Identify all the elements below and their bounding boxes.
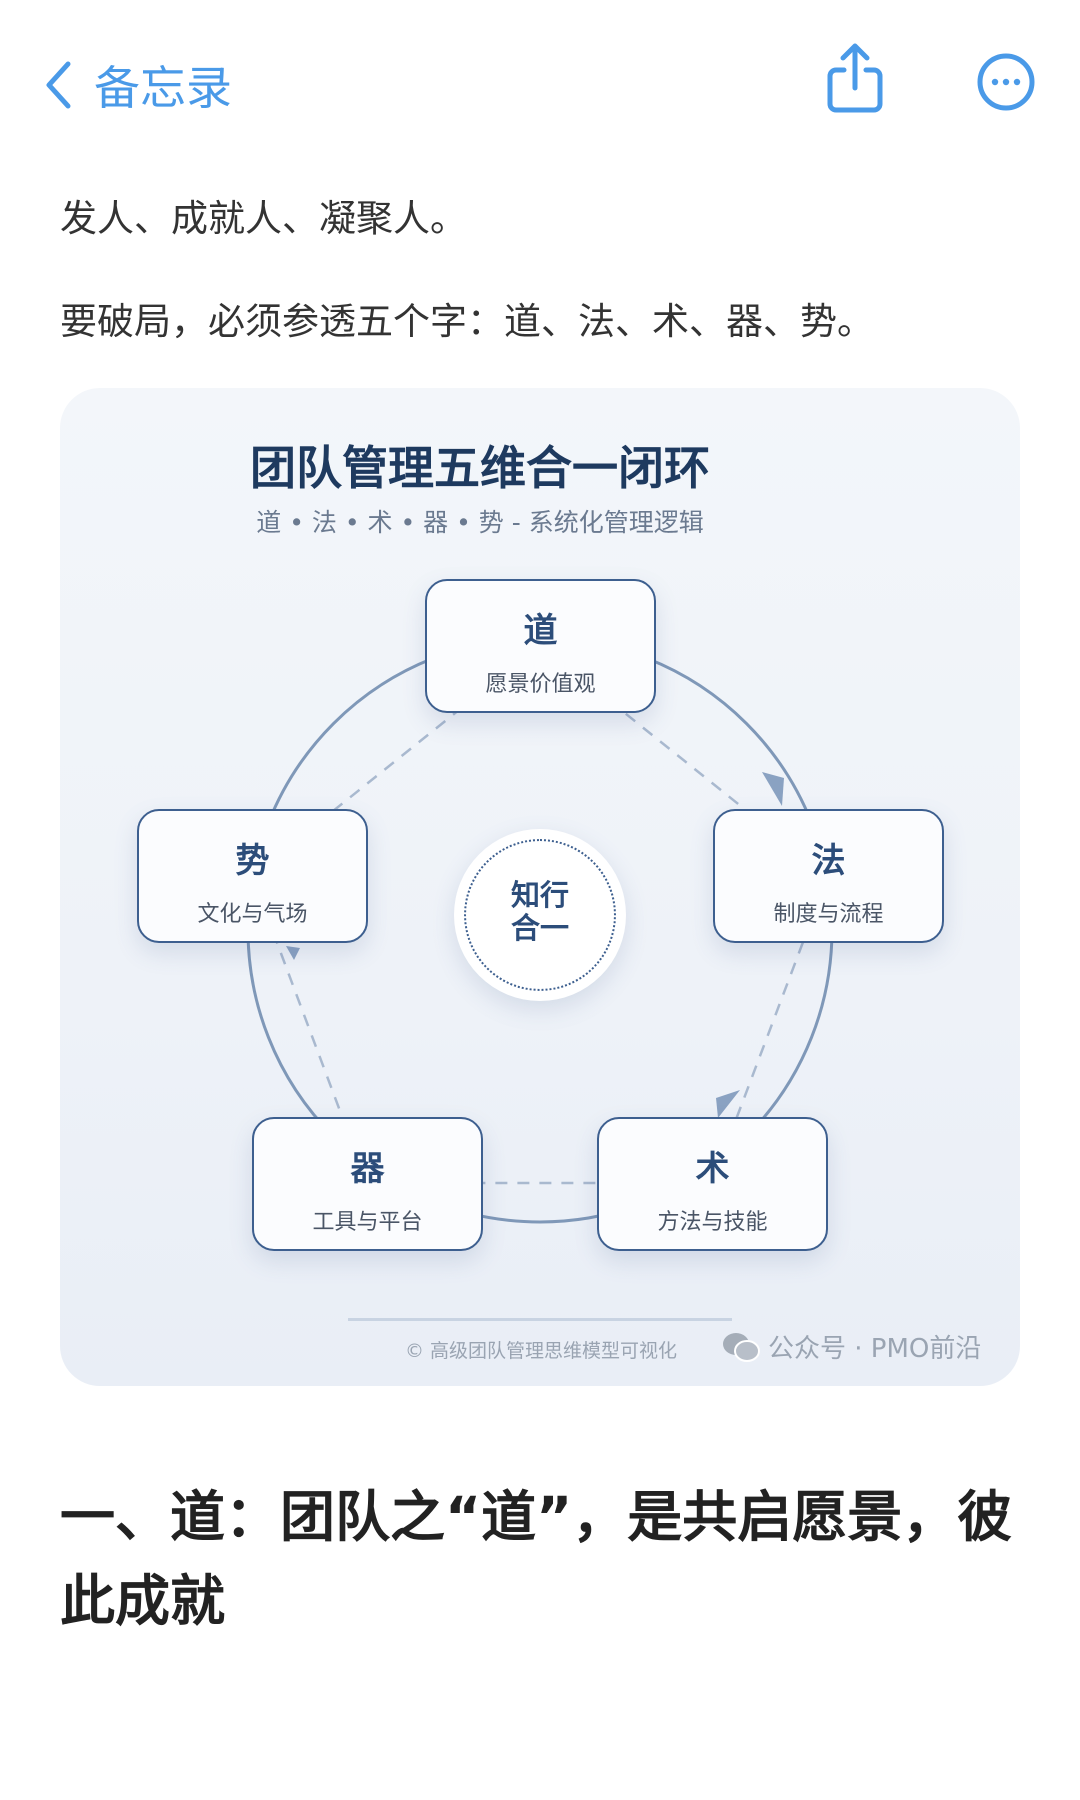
section-heading: 一、道：团队之“道”，是共启愿景，彼此成就	[60, 1485, 1013, 1633]
divider	[348, 1318, 732, 1321]
arrow-icon	[286, 946, 300, 960]
copyright: © 高级团队管理思维模型可视化	[405, 1340, 678, 1362]
diagram-subtitle: 道 • 法 • 术 • 器 • 势 - 系统化管理逻辑	[256, 508, 704, 537]
more-icon	[977, 53, 1035, 111]
more-button[interactable]	[976, 52, 1036, 116]
node-dao: 道愿景价值观	[425, 579, 656, 713]
diagram-title: 团队管理五维合一闭环	[250, 441, 710, 495]
chevron-left-icon	[46, 61, 71, 109]
paragraph: 发人、成就人、凝聚人。	[60, 197, 467, 240]
node-shu: 术方法与技能	[597, 1117, 828, 1251]
watermark: 公众号 · PMO前沿	[722, 1328, 981, 1365]
arrow-icon	[762, 772, 784, 806]
node-qi: 器工具与平台	[252, 1117, 483, 1251]
paragraph: 要破局，必须参透五个字：道、法、术、器、势。	[60, 300, 874, 343]
share-button[interactable]	[826, 42, 884, 118]
arrow-icon	[716, 1090, 740, 1118]
back-label: 备忘录	[94, 61, 232, 115]
share-icon	[827, 43, 883, 113]
back-button[interactable]: 备忘录	[44, 52, 232, 118]
center-circle: 知行合一	[454, 829, 626, 1001]
wechat-icon	[723, 1332, 760, 1362]
node-shi: 势文化与气场	[137, 809, 368, 943]
node-fa: 法制度与流程	[713, 809, 944, 943]
